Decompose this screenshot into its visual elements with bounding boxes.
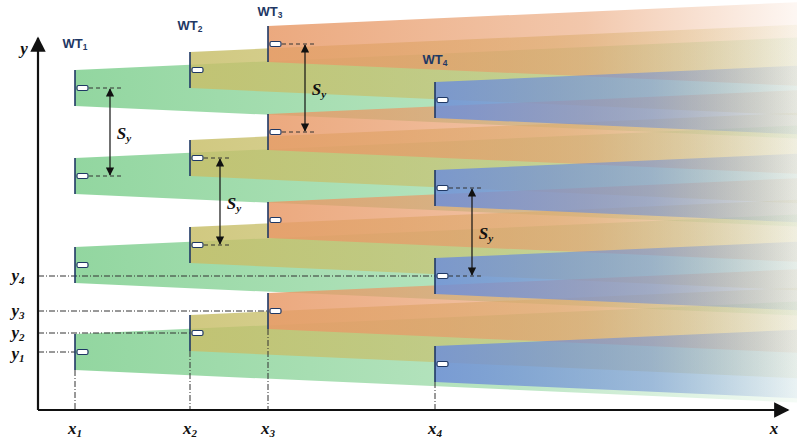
nacelle: [270, 309, 281, 314]
dimension-tick: [89, 88, 122, 89]
rotor: [267, 114, 269, 150]
x-coordinate: x3: [261, 420, 275, 439]
axes: [38, 38, 788, 410]
spacing-dimensions: [89, 44, 484, 276]
nacelle: [192, 243, 203, 248]
nacelle: [77, 86, 88, 91]
guide-lines: [38, 276, 435, 410]
rotor: [434, 82, 436, 118]
nacelle: [192, 68, 203, 73]
turbine-label: WT1: [63, 37, 88, 52]
turbine-label: WT2: [178, 19, 203, 34]
dimension-arrow: [304, 45, 305, 131]
nacelle: [270, 42, 281, 47]
turbine-label: WT4: [423, 53, 448, 68]
turbines: [75, 26, 448, 382]
y-coordinate: y4: [11, 267, 24, 286]
dimension-tick: [204, 158, 232, 159]
dimension-tick: [89, 176, 122, 177]
spacing-label: Sy: [312, 81, 326, 100]
spacing-label: Sy: [117, 125, 131, 144]
rotor: [434, 346, 436, 382]
spacing-label: Sy: [227, 195, 241, 214]
spacing-label: Sy: [479, 225, 493, 244]
x-coordinate: x2: [183, 420, 197, 439]
dimension-arrow: [219, 159, 220, 244]
wake: [435, 242, 797, 311]
wake-plumes: [75, 2, 797, 402]
rotor: [267, 26, 269, 62]
axis-label: x: [770, 420, 779, 437]
x-coordinate: x1: [68, 420, 82, 439]
rotor: [74, 247, 76, 283]
nacelle: [192, 331, 203, 336]
nacelle: [437, 274, 448, 279]
rotor: [434, 258, 436, 294]
rotor: [74, 70, 76, 106]
rotor: [74, 334, 76, 370]
rotor: [267, 293, 269, 329]
nacelle: [77, 350, 88, 355]
y-coordinate: y1: [11, 345, 24, 364]
x-axis: [38, 409, 788, 411]
nacelle: [77, 263, 88, 268]
dimension-tick: [282, 132, 317, 133]
rotor: [189, 52, 191, 88]
dimension-tick: [449, 276, 484, 277]
wake: [435, 66, 797, 135]
dimension-arrow: [109, 89, 110, 175]
dimension-arrow: [471, 189, 472, 275]
rotor: [189, 315, 191, 351]
dimension-tick: [449, 188, 484, 189]
dimension-tick: [282, 44, 317, 45]
rotor: [267, 202, 269, 238]
rotor: [189, 227, 191, 263]
nacelle: [192, 156, 203, 161]
dimension-tick: [204, 245, 232, 246]
nacelle: [77, 174, 88, 179]
nacelle: [437, 362, 448, 367]
axis-label: y: [20, 40, 28, 57]
x-coordinate: x4: [428, 420, 442, 439]
nacelle: [270, 130, 281, 135]
y-coordinate: y2: [11, 324, 24, 343]
rotor: [189, 140, 191, 176]
nacelle: [437, 186, 448, 191]
turbine-label: WT3: [258, 5, 283, 20]
wake: [435, 154, 797, 223]
rotor: [434, 170, 436, 206]
y-axis: [37, 38, 39, 410]
nacelle: [437, 98, 448, 103]
y-coordinate: y3: [11, 302, 24, 321]
rotor: [74, 158, 76, 194]
wake: [435, 330, 797, 399]
nacelle: [270, 218, 281, 223]
